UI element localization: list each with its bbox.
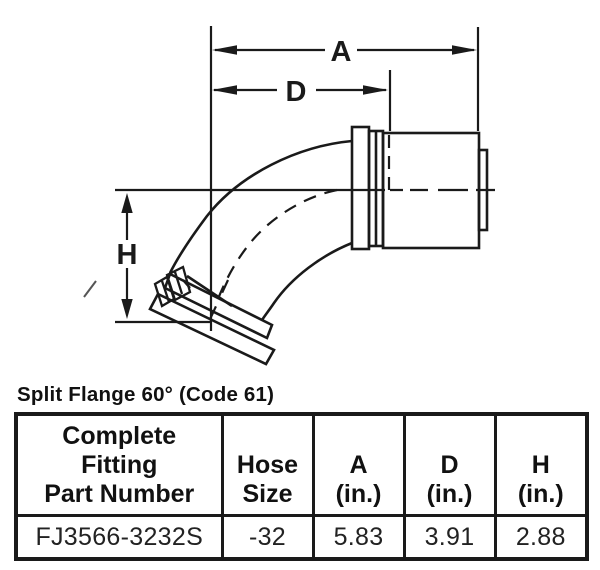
socket-collar	[350, 125, 371, 251]
arrowhead-a-left	[212, 45, 237, 55]
header-line: H	[531, 451, 550, 479]
table-row: FJ3566-3232S -32 5.83 3.91 2.88	[14, 514, 589, 561]
cell-h-in: 2.88	[493, 514, 589, 561]
header-line: D	[440, 451, 459, 479]
header-line: (in.)	[517, 480, 564, 508]
elbow-center-arc	[214, 188, 338, 305]
flange-upper-plate	[163, 272, 274, 340]
header-line: Fitting	[81, 451, 158, 479]
arrowhead-d-left	[212, 85, 237, 95]
dimension-h	[111, 193, 212, 324]
cell-hose-size: -32	[220, 514, 315, 561]
dim-h-label: H	[117, 239, 138, 271]
cell-a-in: 5.83	[311, 514, 406, 561]
dim-d-label: D	[286, 76, 307, 108]
socket-end-cap	[477, 148, 489, 232]
elbow-inner-arc	[260, 241, 353, 321]
cell-d-in: 3.91	[402, 514, 497, 561]
header-line: A	[349, 451, 368, 479]
fitting-diagram: A D H	[83, 26, 495, 366]
header-line: Size	[242, 480, 293, 508]
column-header-part-number: Complete Fitting Part Number	[14, 412, 224, 517]
header-row: Complete Fitting Part Number Hose Size A…	[14, 412, 589, 517]
spec-table: Complete Fitting Part Number Hose Size A…	[14, 412, 589, 561]
header-line: Complete	[62, 422, 177, 450]
flange-split-line	[186, 274, 233, 308]
dim-a-label: A	[331, 36, 352, 68]
column-header-h-in: H (in.)	[493, 412, 589, 517]
arrowhead-h-up	[121, 193, 133, 213]
flange-port-axis	[205, 279, 229, 329]
stray-mark	[83, 280, 97, 298]
column-header-d-in: D (in.)	[402, 412, 497, 517]
dimension-a	[212, 45, 477, 55]
header-line: Part Number	[44, 480, 195, 508]
section-title: Split Flange 60° (Code 61)	[17, 383, 275, 406]
arrowhead-d-right	[363, 85, 388, 95]
column-header-a-in: A (in.)	[311, 412, 406, 517]
elbow-outer-arc	[168, 139, 353, 274]
arrowhead-a-right	[452, 45, 477, 55]
flange-lower-plate	[148, 292, 276, 366]
header-line: Hose	[236, 451, 299, 479]
cell-part-number: FJ3566-3232S	[14, 514, 224, 561]
header-line: (in.)	[426, 480, 473, 508]
arrowhead-h-down	[121, 299, 133, 319]
column-header-hose-size: Hose Size	[220, 412, 315, 517]
flange-nipple	[153, 265, 192, 308]
header-line: (in.)	[335, 480, 382, 508]
dimension-d	[212, 85, 388, 95]
